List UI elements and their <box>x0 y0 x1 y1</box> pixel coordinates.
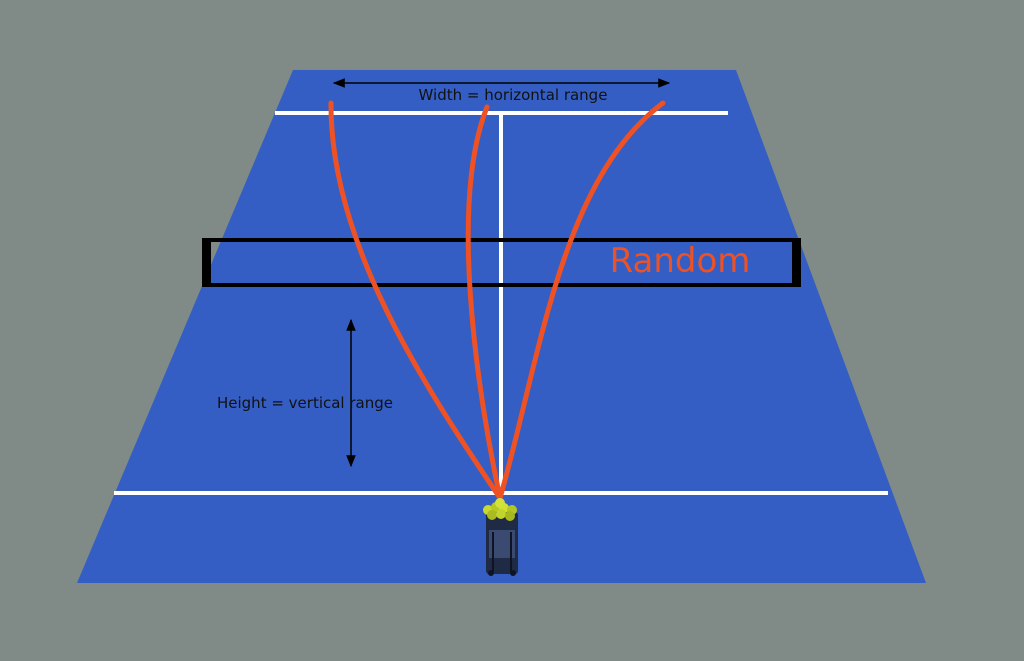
ball-machine-icon <box>483 498 518 576</box>
trajectory-right <box>497 100 666 501</box>
trajectory-left <box>328 100 503 501</box>
net <box>202 238 801 287</box>
trajectory-center <box>465 104 503 501</box>
height-label: Height = vertical range <box>217 394 393 412</box>
mode-label: Random <box>610 241 751 281</box>
trajectories <box>328 100 666 501</box>
width-label: Width = horizontal range <box>419 86 608 104</box>
